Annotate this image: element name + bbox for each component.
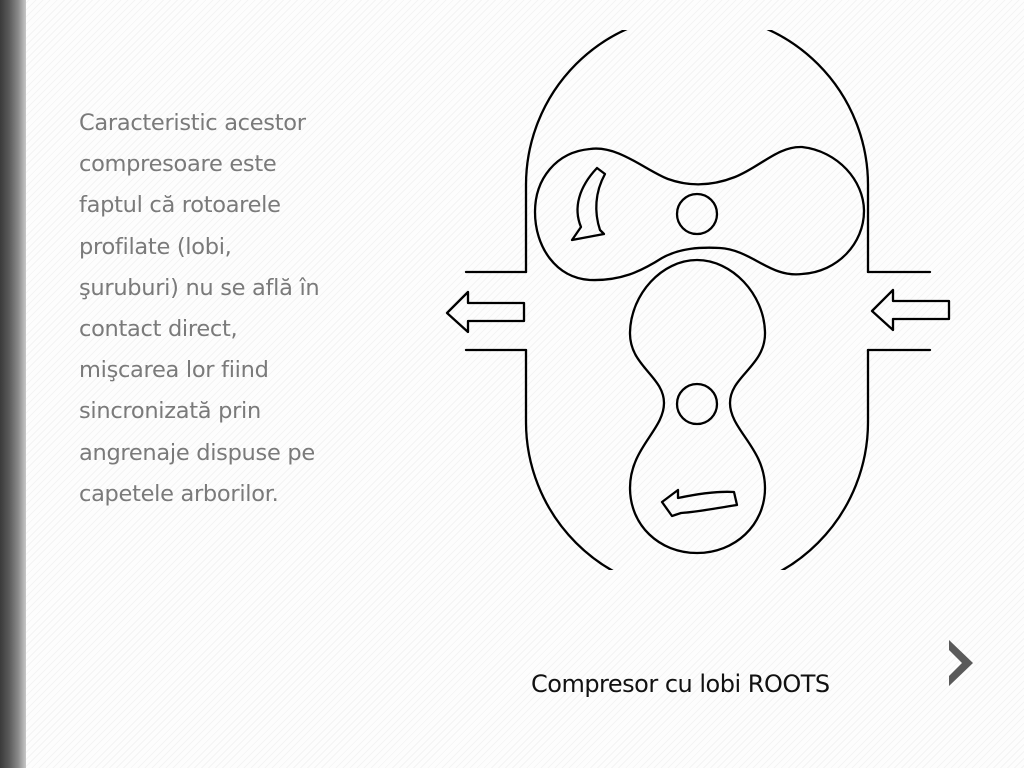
lower-rotor-shaft: [675, 382, 719, 426]
right-flow-arrow: [870, 288, 951, 332]
lower-rotation-arrow: [660, 488, 739, 518]
compressor-casing: [524, 30, 870, 570]
upper-rotor: [533, 145, 866, 282]
body-text: Caracteristic acestor compresoare este f…: [79, 110, 320, 507]
slide-caption: Compresor cu lobi ROOTS: [531, 670, 830, 698]
lower-rotor: [628, 258, 767, 555]
upper-rotor-shaft: [675, 192, 719, 236]
left-flow-arrow: [445, 290, 526, 334]
roots-compressor-diagram: [445, 30, 951, 570]
upper-rotation-arrow: [570, 166, 607, 242]
left-gradient-bar: [0, 0, 26, 768]
chevron-right-icon[interactable]: [940, 636, 980, 690]
